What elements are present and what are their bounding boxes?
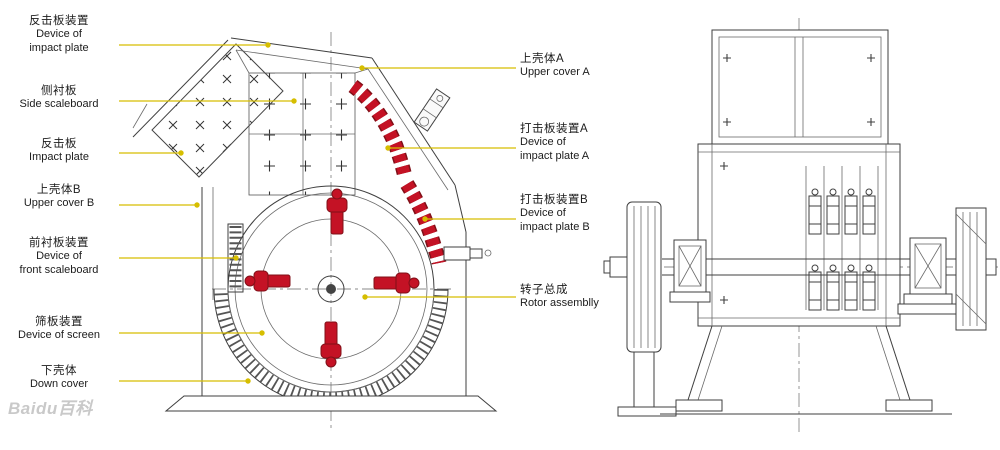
label-upper-cover-a: 上壳体A Upper cover A <box>520 52 590 80</box>
label-zh: 打击板装置B <box>520 194 589 206</box>
label-down-cover: 下壳体 Down cover <box>0 364 118 392</box>
label-zh: 前衬板装置 <box>29 237 89 249</box>
rotor-hammer-left <box>244 270 291 292</box>
main-shaft <box>662 258 956 276</box>
label-zh: 打击板装置A <box>520 123 589 135</box>
label-en: Side scaleboard <box>19 98 99 111</box>
rotor-discs <box>805 166 879 310</box>
impact-plate-chain-a <box>348 79 413 179</box>
label-zh: 筛板装置 <box>35 316 83 328</box>
label-en: impact plate A <box>520 150 590 163</box>
label-en: front scaleboard <box>19 264 99 277</box>
bearing-right <box>897 237 961 315</box>
label-en: impact plate <box>29 42 89 55</box>
label-en: Device of <box>36 250 82 263</box>
label-en: Rotor assemblly <box>520 297 599 310</box>
label-zh: 反击板装置 <box>29 15 89 27</box>
tension-bolt <box>413 88 451 132</box>
label-impact-plate-a-device: 打击板装置A Device of impact plate A <box>520 122 589 164</box>
label-zh: 下壳体 <box>41 365 77 377</box>
label-en: Impact plate <box>29 151 89 164</box>
label-zh: 上壳体A <box>520 53 565 65</box>
impact-plate-chain-b <box>400 180 447 265</box>
label-rotor-assembly: 转子总成 Rotor assemblly <box>520 283 599 311</box>
shaft-coupling <box>443 246 492 261</box>
label-front-scaleboard-device: 前衬板装置 Device of front scaleboard <box>0 236 118 278</box>
label-upper-cover-b: 上壳体B Upper cover B <box>0 183 118 211</box>
label-impact-plate-b-device: 打击板装置B Device of impact plate B <box>520 193 590 235</box>
label-zh: 转子总成 <box>520 284 568 296</box>
bearing-left <box>669 239 711 303</box>
drive-pulley <box>603 201 677 417</box>
label-en: Device of screen <box>18 329 100 342</box>
upper-frame <box>711 29 889 145</box>
rotor-hammer-right <box>373 272 420 294</box>
machine-base <box>164 395 498 412</box>
label-screen-device: 筛板装置 Device of screen <box>0 315 118 343</box>
leader-lines <box>119 42 516 384</box>
label-zh: 上壳体B <box>36 184 82 196</box>
label-en: Device of <box>520 136 566 149</box>
front-view <box>603 18 998 432</box>
label-en: impact plate B <box>520 221 590 234</box>
label-en: Device of <box>36 28 82 41</box>
baidu-watermark: Baidu百科 <box>8 399 93 418</box>
label-en: Down cover <box>29 378 89 391</box>
label-impact-plate: 反击板 Impact plate <box>0 137 118 165</box>
label-en: Upper cover B <box>23 197 95 210</box>
label-en: Upper cover A <box>520 66 590 79</box>
label-side-scaleboard: 侧衬板 Side scaleboard <box>0 84 118 112</box>
label-en: Device of <box>520 207 566 220</box>
right-pulley <box>955 207 997 331</box>
label-zh: 反击板 <box>41 138 77 150</box>
label-zh: 侧衬板 <box>41 85 77 97</box>
label-impact-plate-device: 反击板装置 Device of impact plate <box>0 14 118 56</box>
rotor-hammer-top <box>326 188 348 235</box>
section-view <box>132 32 498 430</box>
rotor-hammer-bottom <box>320 321 342 368</box>
front-base <box>660 325 952 415</box>
impact-chamber-panel <box>235 49 369 196</box>
